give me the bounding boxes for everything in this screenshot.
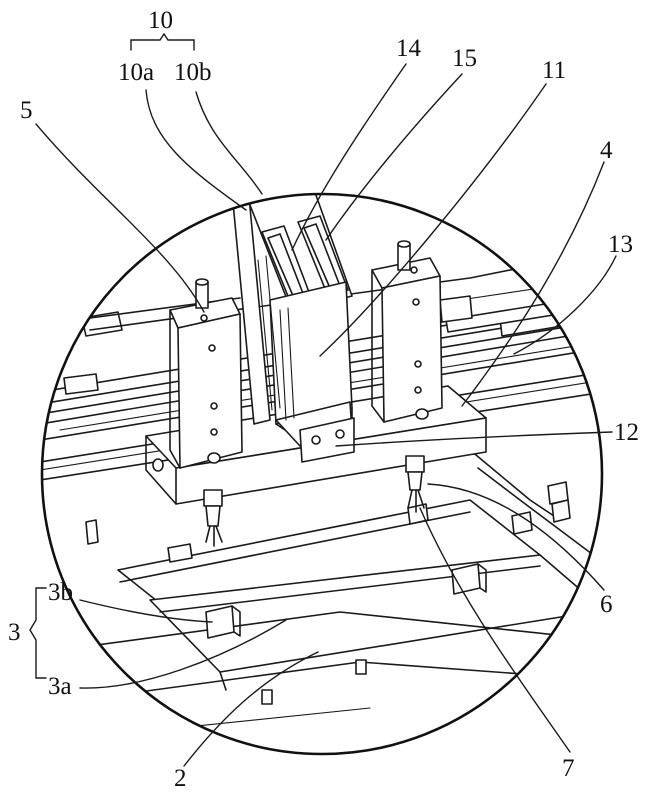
leader-6 [427, 483, 605, 591]
label-11: 11 [542, 57, 566, 84]
label-3: 3 [8, 619, 21, 646]
label-13: 13 [608, 231, 633, 258]
label-4: 4 [600, 137, 613, 164]
reference-labels: 10 10a 10b 14 15 11 5 4 13 12 6 7 2 3 3b… [8, 7, 639, 792]
right-cylinder [371, 240, 443, 423]
leader-10a [145, 89, 247, 211]
leader-11 [319, 83, 547, 357]
left-suction-nozzle [203, 489, 223, 547]
side-frame [469, 449, 601, 561]
leader-14 [291, 63, 407, 251]
base-plate-assembly [59, 499, 602, 737]
right-suction-nozzle [405, 455, 425, 513]
leader-3a [79, 619, 287, 689]
leader-7 [419, 507, 571, 753]
leader-5 [35, 123, 205, 313]
label-3b: 3b [48, 579, 73, 606]
label-7: 7 [562, 755, 575, 782]
leader-lines [29, 32, 617, 767]
leader-15 [325, 73, 463, 241]
left-cylinder [169, 278, 243, 469]
leader-4 [461, 161, 605, 407]
label-5: 5 [20, 97, 33, 124]
label-2: 2 [174, 765, 187, 792]
bracket-3 [29, 587, 47, 679]
leader-2 [183, 651, 319, 767]
label-10: 10 [148, 7, 173, 34]
label-10a: 10a [118, 59, 154, 86]
leader-12 [335, 431, 613, 447]
label-12: 12 [614, 419, 639, 446]
label-10b: 10b [174, 59, 212, 86]
leader-3b [79, 599, 213, 623]
label-3a: 3a [48, 673, 72, 700]
label-6: 6 [600, 591, 613, 618]
leader-13 [513, 255, 617, 355]
center-column [231, 194, 355, 463]
leader-10b [195, 91, 263, 195]
detail-view-content [42, 194, 602, 737]
label-15: 15 [452, 45, 477, 72]
label-14: 14 [396, 35, 422, 62]
bracket-10 [130, 32, 195, 51]
